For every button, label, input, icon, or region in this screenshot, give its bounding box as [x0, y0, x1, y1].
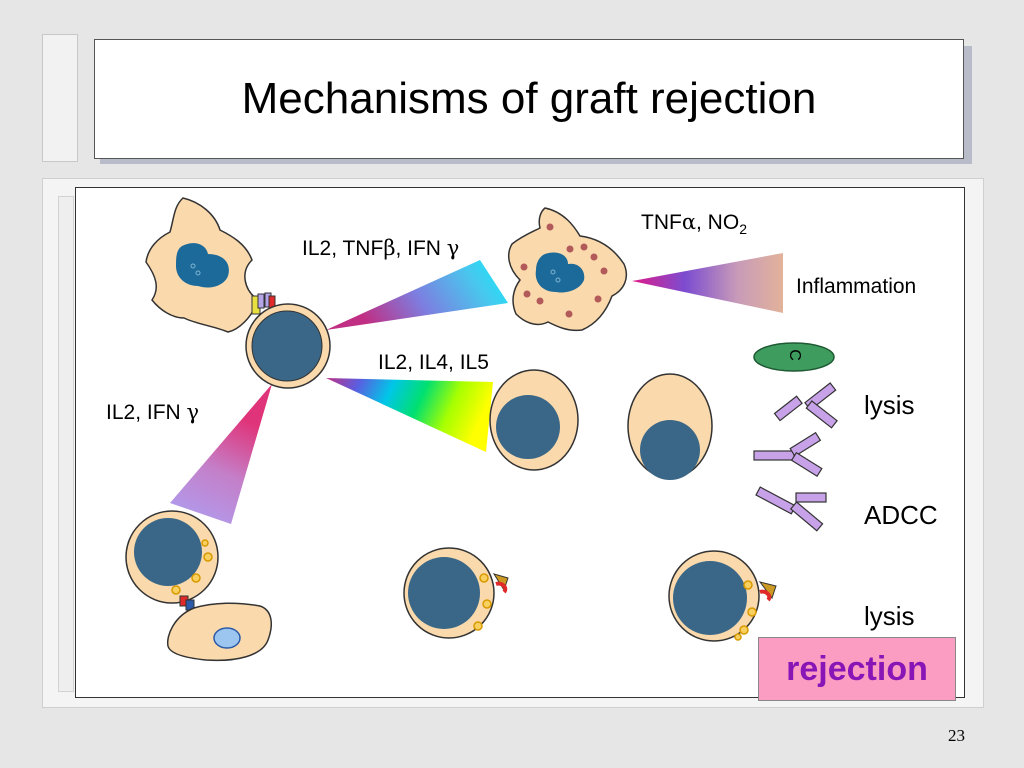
title-decoration: [42, 34, 78, 162]
title-box: Mechanisms of graft rejection: [94, 39, 964, 159]
graft-cell-nucleus: [213, 627, 241, 649]
cytotoxic-t-nucleus: [134, 518, 202, 586]
cytokine-fan-il2-ifng: [170, 384, 272, 524]
macrophage-nucleus: [535, 252, 585, 293]
antibody-bound: [495, 581, 508, 594]
macrophage-nucleus-dot: [555, 277, 561, 283]
cytokine-fan-tnfa-no2: [632, 253, 783, 313]
b-cell-nucleus: [496, 395, 560, 459]
label-il2-il4-il5: IL2, IL4, IL5: [378, 351, 489, 374]
antibody-bound: [759, 589, 772, 602]
diagram-frame-edge: [58, 196, 74, 692]
complement-component: [753, 342, 835, 372]
label-il2-ifng: IL2, IFN γ: [106, 400, 200, 424]
rejection-label: rejection: [786, 649, 928, 688]
slide-title: Mechanisms of graft rejection: [241, 74, 817, 123]
label-lysis-complement: lysis: [864, 390, 915, 420]
effector-cell-nucleus: [673, 561, 747, 635]
macrophage-nucleus-dot: [550, 269, 556, 275]
antibody: [755, 486, 827, 532]
label-complement: C: [785, 349, 803, 361]
tcr-molecule: [257, 293, 265, 309]
label-tnfa-no2: TNFα, NO2: [641, 210, 747, 238]
fc-receptor: [758, 581, 777, 600]
label-inflammation: Inflammation: [796, 275, 917, 298]
antibody: [753, 431, 823, 478]
rejection-box: rejection: [758, 637, 956, 701]
granules: [473, 573, 492, 631]
t-helper-nucleus: [251, 310, 323, 382]
label-lysis-ctl: lysis: [864, 601, 915, 631]
granules: [171, 539, 213, 595]
page-number: 23: [948, 726, 965, 745]
antibody: [773, 382, 838, 429]
plasma-cell-nucleus: [640, 420, 700, 480]
macrophage-granules: [520, 223, 608, 318]
cytokine-fan-il2-tnfb-ifng: [326, 260, 508, 330]
apc-nucleus-dot: [195, 270, 201, 276]
label-adcc: ADCC: [864, 500, 938, 530]
effector-cell-nucleus: [408, 557, 480, 629]
apc-nucleus-dot: [190, 263, 196, 269]
cytokine-fan-il2-il4-il5: [326, 378, 493, 452]
apc-nucleus: [176, 243, 229, 288]
granules: [734, 580, 757, 641]
label-il2-tnfb-ifng: IL2, TNFβ, IFN γ: [302, 236, 460, 260]
